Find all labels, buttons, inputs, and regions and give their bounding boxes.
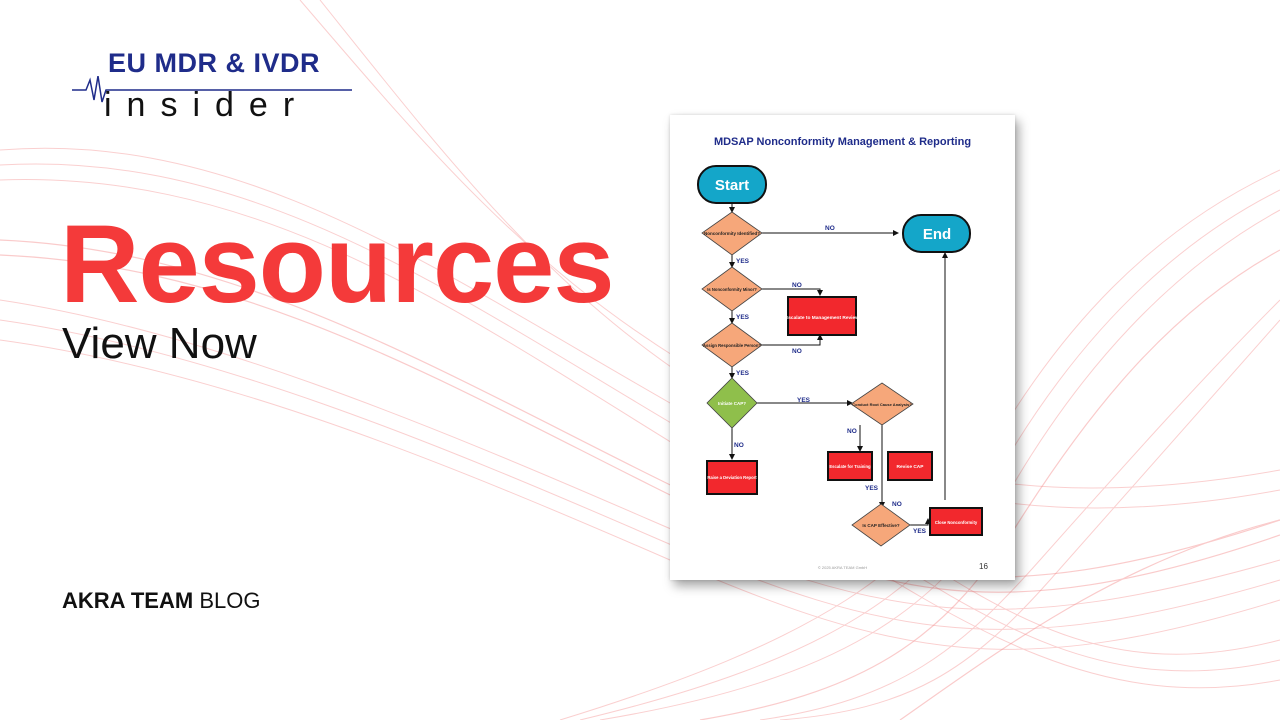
process-deviation-report xyxy=(706,460,758,495)
process-escalate-training xyxy=(827,451,873,481)
decision-initiate-cap xyxy=(706,377,758,429)
view-now-link[interactable]: View Now xyxy=(62,319,257,368)
end-label: End xyxy=(923,226,951,243)
decision-cap-effective xyxy=(851,503,911,547)
start-label: Start xyxy=(715,177,749,194)
logo-subtitle: insider xyxy=(104,86,310,124)
edge-label-no: NO xyxy=(792,348,802,355)
edge-label-yes: YES xyxy=(736,314,750,321)
edge-label-yes: YES xyxy=(865,485,879,492)
logo: EU MDR & IVDR insider xyxy=(72,46,362,126)
edge-label-yes: YES xyxy=(736,258,750,265)
edge-label-no: NO xyxy=(847,428,857,435)
footer-brand-bold: AKRA TEAM xyxy=(62,588,194,613)
decision-assign-label: Assign Responsible Person? xyxy=(703,343,761,348)
decision-root-cause xyxy=(850,382,914,426)
end-terminal xyxy=(902,214,971,253)
edge-label-no: NO xyxy=(825,225,835,232)
start-terminal xyxy=(697,165,767,204)
process-close xyxy=(929,507,983,536)
decision-minor xyxy=(701,266,763,312)
footer-brand-rest: BLOG xyxy=(199,588,261,613)
decision-root-cause-label: Conduct Root Cause Analysis? xyxy=(852,402,912,407)
document-title: MDSAP Nonconformity Management & Reporti… xyxy=(713,136,972,148)
document-page-number: 16 xyxy=(979,562,988,571)
decision-initiate-cap-label: Initiate CAP? xyxy=(718,401,746,406)
edge-label-yes: YES xyxy=(797,397,811,404)
decision-identified-label: Nonconformity Identified? xyxy=(704,231,760,236)
decision-minor-label: Is Nonconformity Minor? xyxy=(707,287,757,292)
flowchart: NO YES NO YES NO YES YES NO NO YES NO YE… xyxy=(697,165,983,547)
process-escalate-management-label: Escalate to Management Review xyxy=(785,315,859,321)
edge-labels: NO YES NO YES NO YES YES NO NO YES NO YE… xyxy=(734,225,927,535)
decision-assign xyxy=(701,322,763,368)
decision-identified xyxy=(701,211,763,256)
heartbeat-line-icon xyxy=(72,76,352,103)
edge-label-yes: YES xyxy=(913,528,927,535)
edge-label-no: NO xyxy=(792,282,802,289)
edge-label-no: NO xyxy=(734,442,744,449)
edge-label-yes: YES xyxy=(736,370,750,377)
process-deviation-report-label: Raise a Deviation Report xyxy=(707,475,757,480)
process-revise-cap xyxy=(887,451,933,481)
edge-label-no: NO xyxy=(892,501,902,508)
process-escalate-management xyxy=(787,296,857,336)
process-escalate-training-label: Escalate for Training xyxy=(829,464,871,469)
logo-title: EU MDR & IVDR xyxy=(108,48,321,78)
page-headline: Resources xyxy=(60,203,615,326)
footer-brand: AKRA TEAM BLOG xyxy=(62,588,260,614)
decision-cap-effective-label: Is CAP Effective? xyxy=(862,523,899,528)
process-close-label: Close Nonconformity xyxy=(935,520,978,525)
document-copyright: © 2025 AKRA TEAM GmbH xyxy=(817,565,868,570)
process-revise-cap-label: Revise CAP xyxy=(897,464,925,470)
document-preview[interactable]: MDSAP Nonconformity Management & Reporti… xyxy=(670,115,1015,580)
